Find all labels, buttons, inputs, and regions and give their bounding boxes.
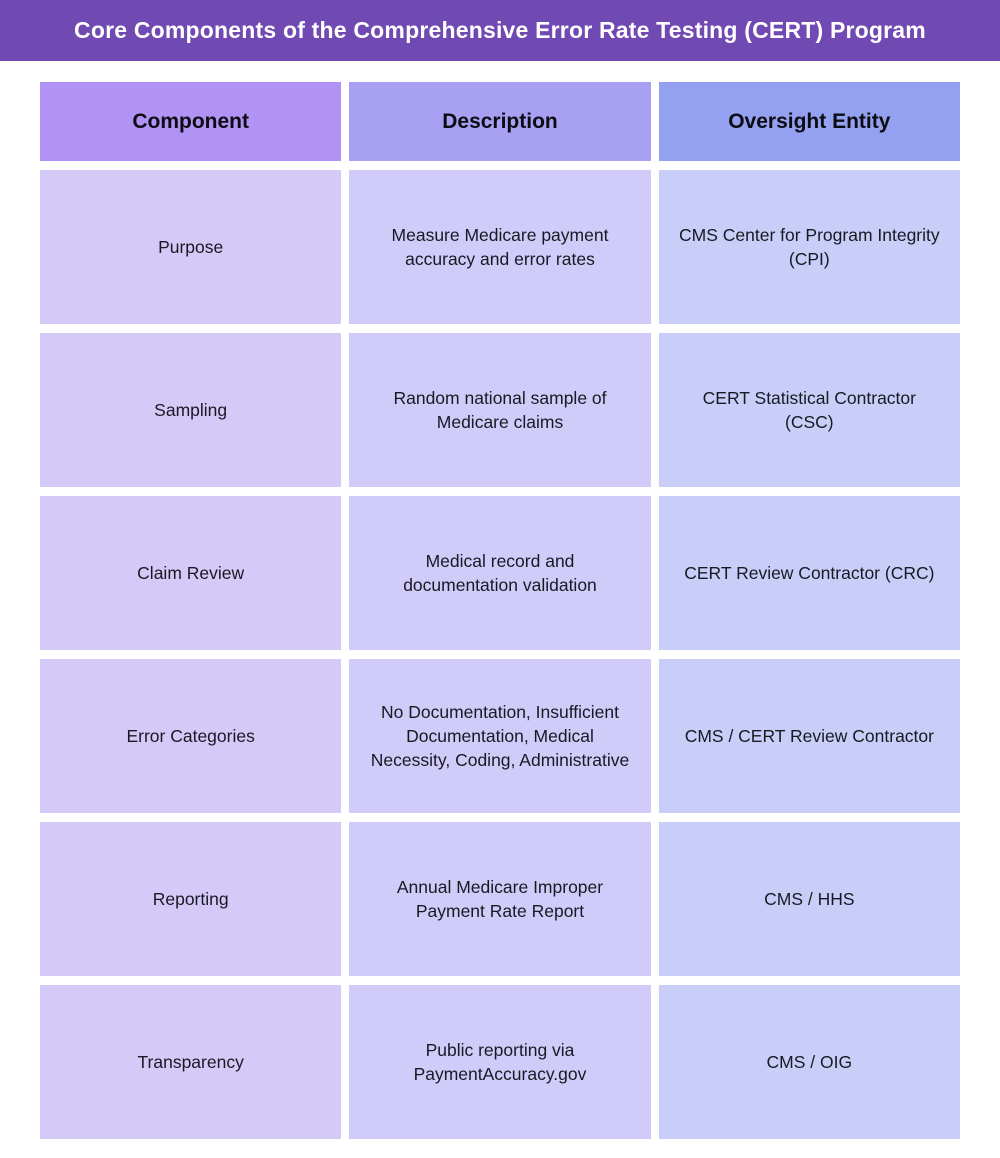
cell-description-claim-review: Medical record and documentation validat… [349, 496, 651, 650]
cell-component-reporting: Reporting [40, 822, 342, 976]
cell-oversight-reporting: CMS / HHS [658, 822, 960, 976]
cell-component-purpose: Purpose [40, 170, 342, 324]
cell-description-reporting: Annual Medicare Improper Payment Rate Re… [349, 822, 651, 976]
cell-component-claim-review: Claim Review [40, 496, 342, 650]
cell-component-error-categories: Error Categories [40, 659, 342, 813]
column-header-description: Description [349, 82, 651, 161]
page-title: Core Components of the Comprehensive Err… [74, 17, 926, 43]
cell-oversight-purpose: CMS Center for Program Integrity (CPI) [658, 170, 960, 324]
column-header-oversight-entity: Oversight Entity [658, 82, 960, 161]
cell-oversight-error-categories: CMS / CERT Review Contractor [658, 659, 960, 813]
cell-oversight-claim-review: CERT Review Contractor (CRC) [658, 496, 960, 650]
cert-components-table: Component Description Oversight Entity P… [40, 82, 960, 1139]
cell-description-sampling: Random national sample of Medicare claim… [349, 333, 651, 487]
cell-oversight-transparency: CMS / OIG [658, 985, 960, 1139]
cell-component-transparency: Transparency [40, 985, 342, 1139]
column-header-component: Component [40, 82, 342, 161]
cell-description-purpose: Measure Medicare payment accuracy and er… [349, 170, 651, 324]
cell-component-sampling: Sampling [40, 333, 342, 487]
cell-description-transparency: Public reporting via PaymentAccuracy.gov [349, 985, 651, 1139]
cell-oversight-sampling: CERT Statistical Contractor (CSC) [658, 333, 960, 487]
cell-description-error-categories: No Documentation, Insufficient Documenta… [349, 659, 651, 813]
title-banner: Core Components of the Comprehensive Err… [0, 0, 1000, 61]
